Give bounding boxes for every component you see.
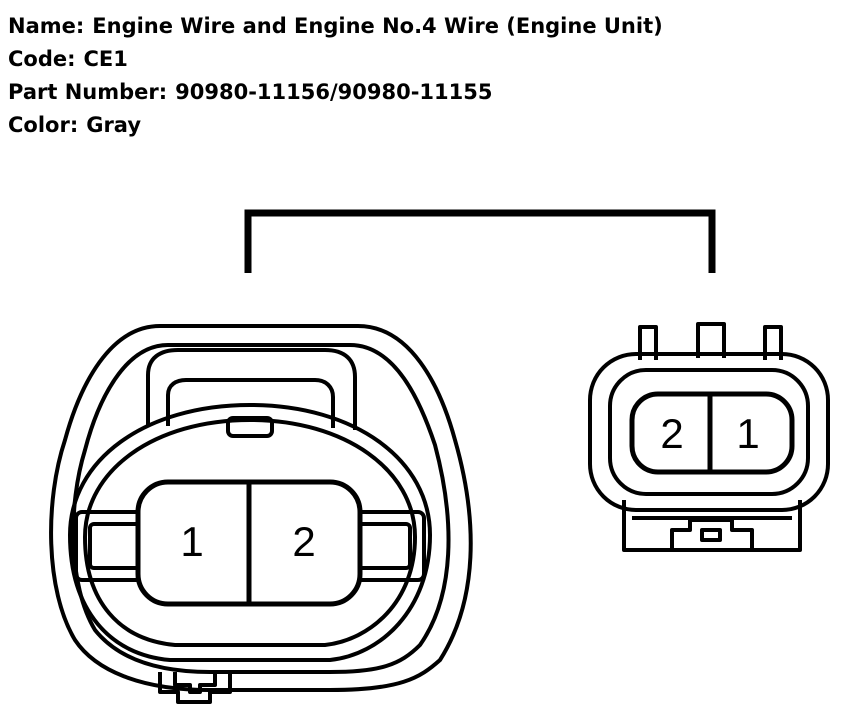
name-value: Engine Wire and Engine No.4 Wire (Engine…: [92, 14, 663, 38]
male-housing-inner: [608, 368, 810, 496]
female-bottom-key-inner: [173, 672, 217, 694]
female-cavity-ring-inner: [83, 418, 417, 647]
female-lock-nub: [226, 416, 274, 438]
female-pin-label: 1: [180, 518, 203, 565]
male-terminal-right: [763, 325, 783, 360]
male-terminal-left: [638, 325, 658, 360]
color-value: Gray: [86, 113, 142, 137]
code-line: Code: CE1: [8, 43, 663, 76]
part-number-value: 90980-11156/90980-11155: [175, 80, 493, 104]
code-value: CE1: [83, 47, 128, 71]
female-connector: [49, 324, 473, 704]
name-line: Name: Engine Wire and Engine No.4 Wire (E…: [8, 10, 663, 43]
female-pin-label: 2: [292, 518, 315, 565]
connector-info: Name: Engine Wire and Engine No.4 Wire (E…: [8, 10, 663, 142]
male-connector: [588, 322, 830, 552]
mating-bracket: [244, 209, 716, 273]
male-pin-label: 1: [736, 410, 759, 457]
female-housing-outer: [49, 324, 473, 692]
female-lock-tab: [146, 348, 357, 430]
male-terminal-center: [696, 322, 726, 358]
female-housing-inner: [71, 343, 451, 674]
color-label: Color:: [8, 113, 79, 137]
part-number-label: Part Number:: [8, 80, 168, 104]
male-pin-label: 2: [660, 410, 683, 457]
code-label: Code:: [8, 47, 76, 71]
female-bottom-key: [158, 672, 232, 704]
female-cavity-ring-outer: [68, 403, 432, 662]
male-latch-frame: [622, 500, 802, 552]
male-latch: [670, 518, 754, 550]
name-label: Name:: [8, 14, 85, 38]
female-lock-tab-inner: [166, 378, 335, 428]
male-housing-outer: [588, 352, 830, 512]
male-latch-nub: [700, 528, 722, 542]
color-line: Color: Gray: [8, 109, 663, 142]
part-number-line: Part Number: 90980-11156/90980-11155: [8, 76, 663, 109]
